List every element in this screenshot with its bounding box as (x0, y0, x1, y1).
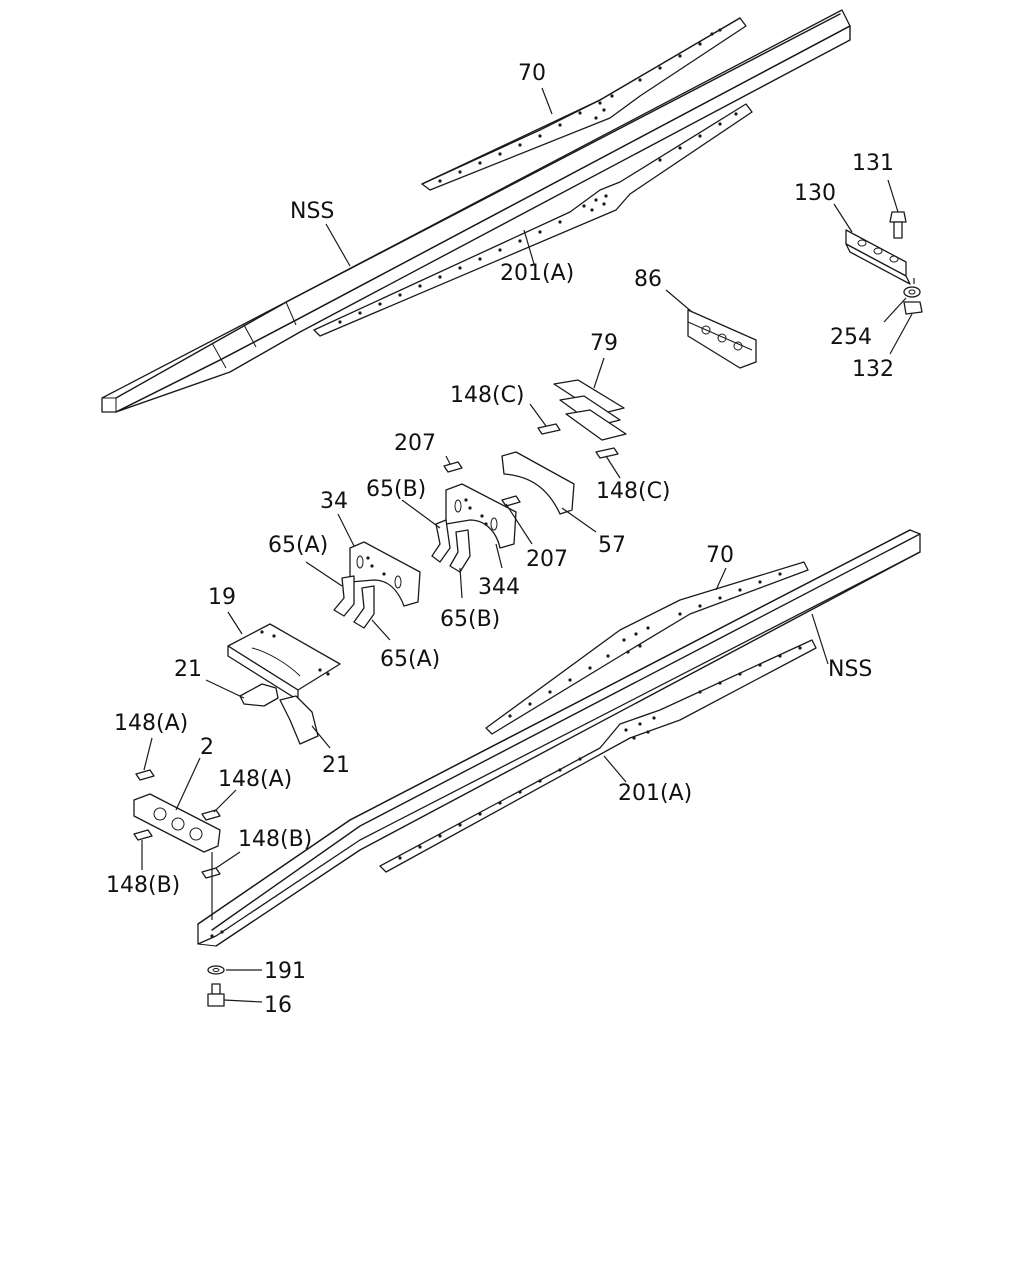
lower-reinforcement-plate-70 (485, 561, 809, 735)
label-21-right: 21 (322, 753, 350, 778)
leader-lines (141, 87, 915, 1003)
label-86: 86 (634, 267, 662, 292)
label-148c-top: 148(C) (450, 383, 525, 408)
gusset-65a-top (333, 575, 355, 617)
label-148a-top: 148(A) (114, 711, 188, 736)
shim-207-right (501, 495, 521, 507)
nut-132 (903, 301, 923, 315)
label-70-lower: 70 (706, 543, 734, 568)
label-65a-top: 65(A) (268, 533, 328, 558)
label-130: 130 (794, 181, 836, 206)
label-148c-right: 148(C) (596, 479, 671, 504)
crossmember-19 (227, 623, 341, 701)
upper-reinforcement-plate-70 (421, 17, 747, 191)
lower-frame-rail (197, 529, 921, 947)
label-57: 57 (598, 533, 626, 558)
gusset-65a-bottom (353, 585, 375, 629)
label-16: 16 (264, 993, 292, 1018)
bracket-21-left (239, 683, 279, 707)
label-148b-right: 148(B) (238, 827, 312, 852)
shim-148c-right (595, 447, 619, 459)
plate-79 (553, 379, 627, 441)
label-207-top: 207 (394, 431, 436, 456)
label-2: 2 (200, 735, 214, 760)
shim-148c-top (537, 423, 561, 435)
label-65b-bottom: 65(B) (440, 607, 500, 632)
crossmember-344 (445, 483, 517, 549)
label-79: 79 (590, 331, 618, 356)
lower-reinforcement-plate-201a (379, 639, 817, 873)
gusset-65b-bottom (449, 529, 471, 573)
label-19: 19 (208, 585, 236, 610)
crossmember-34 (349, 541, 421, 607)
label-148b-left: 148(B) (106, 873, 180, 898)
upper-frame-rail (101, 9, 851, 413)
label-191: 191 (264, 959, 306, 984)
label-65a-bottom: 65(A) (380, 647, 440, 672)
label-254: 254 (830, 325, 872, 350)
label-201a-upper: 201(A) (500, 261, 574, 286)
shim-148b-left (133, 829, 153, 841)
crossmember-2 (133, 793, 221, 853)
shim-207-top (443, 461, 463, 473)
washer-191 (207, 965, 225, 975)
crossmember-86 (687, 309, 757, 369)
label-65b-top: 65(B) (366, 477, 426, 502)
shim-148a-top (135, 769, 155, 781)
label-201a-lower: 201(A) (618, 781, 692, 806)
upper-reinforcement-plate-201a (313, 103, 753, 337)
crossmember-57 (501, 451, 575, 515)
label-21-left: 21 (174, 657, 202, 682)
part-labels: 70 NSS 201(A) 131 130 254 132 86 79 148(… (106, 61, 894, 1018)
shim-148b-right (201, 867, 221, 879)
label-131: 131 (852, 151, 894, 176)
shim-148a-right (201, 809, 221, 821)
label-34: 34 (320, 489, 348, 514)
label-344: 344 (478, 575, 520, 600)
label-132: 132 (852, 357, 894, 382)
bracket-21-right (279, 695, 319, 745)
label-148a-right: 148(A) (218, 767, 292, 792)
bracket-130 (845, 229, 911, 285)
bolt-16 (207, 983, 225, 1007)
label-nss-upper: NSS (290, 199, 334, 224)
label-70-upper: 70 (518, 61, 546, 86)
label-nss-lower: NSS (828, 657, 872, 682)
label-207-right: 207 (526, 547, 568, 572)
bolt-131 (889, 211, 907, 239)
gusset-65b-top (431, 519, 451, 563)
washer-254 (903, 286, 921, 298)
